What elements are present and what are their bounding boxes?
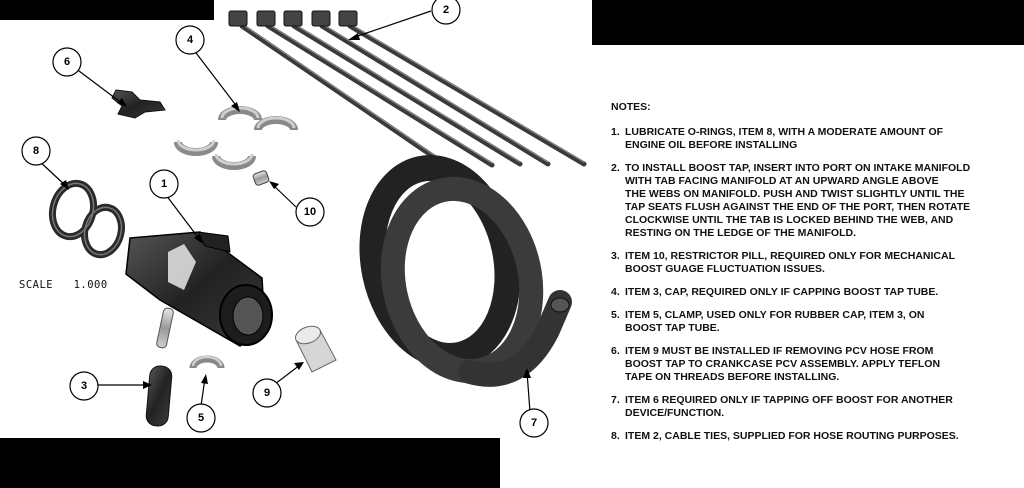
pcv-sleeve [294,325,337,373]
black-bar-top-right [592,0,1024,45]
clamps [174,106,298,170]
note-number: 7. [611,394,620,406]
note-number: 3. [611,250,620,262]
note-number: 6. [611,345,620,357]
note-text: ITEM 3, CAP, REQUIRED ONLY IF CAPPING BO… [625,286,939,298]
note-number: 4. [611,286,620,298]
black-bar-bottom-left [0,438,500,488]
note-item: 6. ITEM 9 MUST BE INSTALLED IF REMOVING P… [611,345,1024,384]
note-item: 1. LUBRICATE O-RINGS, ITEM 8, WITH A MODE… [611,126,1024,152]
callout-9: 9 [264,387,270,399]
cable-ties [228,10,587,175]
note-text: LUBRICATE O-RINGS, ITEM 8, WITH A MODERA… [625,126,944,151]
note-number: 1. [611,126,620,138]
callout-4: 4 [187,34,194,46]
note-number: 2. [611,162,620,174]
callout-6: 6 [64,56,70,68]
note-item: 3. ITEM 10, RESTRICTOR PILL, REQUIRED ONL… [611,250,1024,276]
o-rings [48,179,125,259]
callout-10: 10 [304,206,316,218]
note-text: ITEM 2, CABLE TIES, SUPPLIED FOR HOSE RO… [625,430,959,442]
coiled-hose [359,155,572,387]
notes-block: NOTES: 1. LUBRICATE O-RINGS, ITEM 8, WITH… [611,101,1024,453]
note-text: ITEM 9 MUST BE INSTALLED IF REMOVING PCV… [625,345,941,383]
note-item: 7. ITEM 6 REQUIRED ONLY IF TAPPING OFF BO… [611,394,1024,420]
restrictor-pill [252,170,270,186]
leader-arrowheads [60,33,531,389]
note-number: 5. [611,309,620,321]
callout-5: 5 [198,412,204,424]
callout-2: 2 [443,4,449,16]
note-item: 8. ITEM 2, CABLE TIES, SUPPLIED FOR HOSE … [611,430,1024,443]
small-clamp [189,355,225,369]
note-number: 8. [611,430,620,442]
note-item: 2. TO INSTALL BOOST TAP, INSERT INTO PORT… [611,162,1024,240]
note-text: ITEM 10, RESTRICTOR PILL, REQUIRED ONLY … [625,250,956,275]
boost-tap [125,231,273,349]
leader-lines [36,10,531,413]
note-text: ITEM 6 REQUIRED ONLY IF TAPPING OFF BOOS… [625,394,953,419]
note-item: 5. ITEM 5, CLAMP, USED ONLY FOR RUBBER CA… [611,309,1024,335]
callout-8: 8 [33,145,39,157]
note-text: ITEM 5, CLAMP, USED ONLY FOR RUBBER CAP,… [625,309,925,334]
scale-label: SCALE 1.000 [19,279,108,291]
callout-1: 1 [161,178,167,190]
rubber-cap [145,365,173,427]
note-item: 4. ITEM 3, CAP, REQUIRED ONLY IF CAPPING … [611,286,1024,299]
callout-7: 7 [531,417,537,429]
notes-title: NOTES: [611,101,651,113]
callout-3: 3 [81,380,87,392]
callout-circles [21,0,549,438]
note-text: TO INSTALL BOOST TAP, INSERT INTO PORT O… [625,162,971,239]
black-bar-top-left [0,0,214,20]
